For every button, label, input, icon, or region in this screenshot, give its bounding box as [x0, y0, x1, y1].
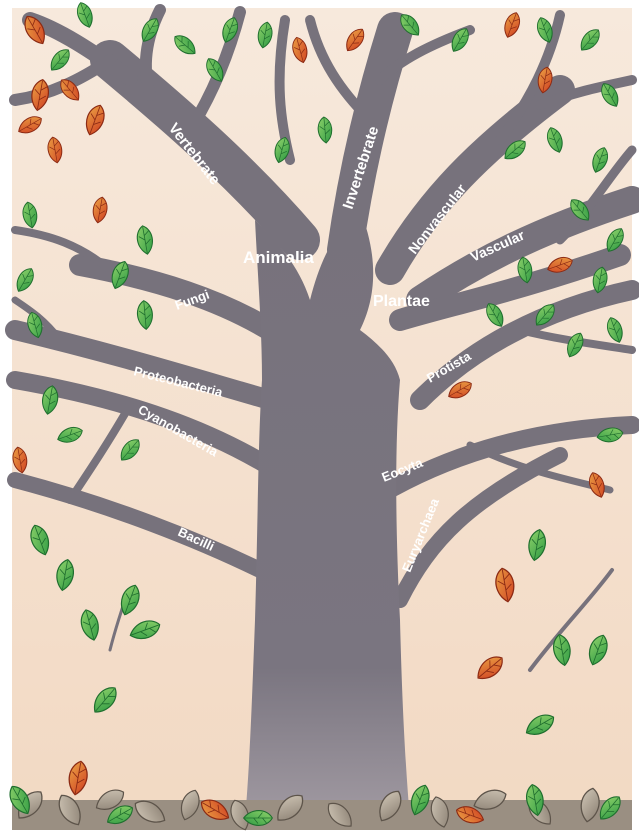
- label-animalia: Animalia: [243, 248, 314, 267]
- label-plantae: Plantae: [373, 293, 430, 310]
